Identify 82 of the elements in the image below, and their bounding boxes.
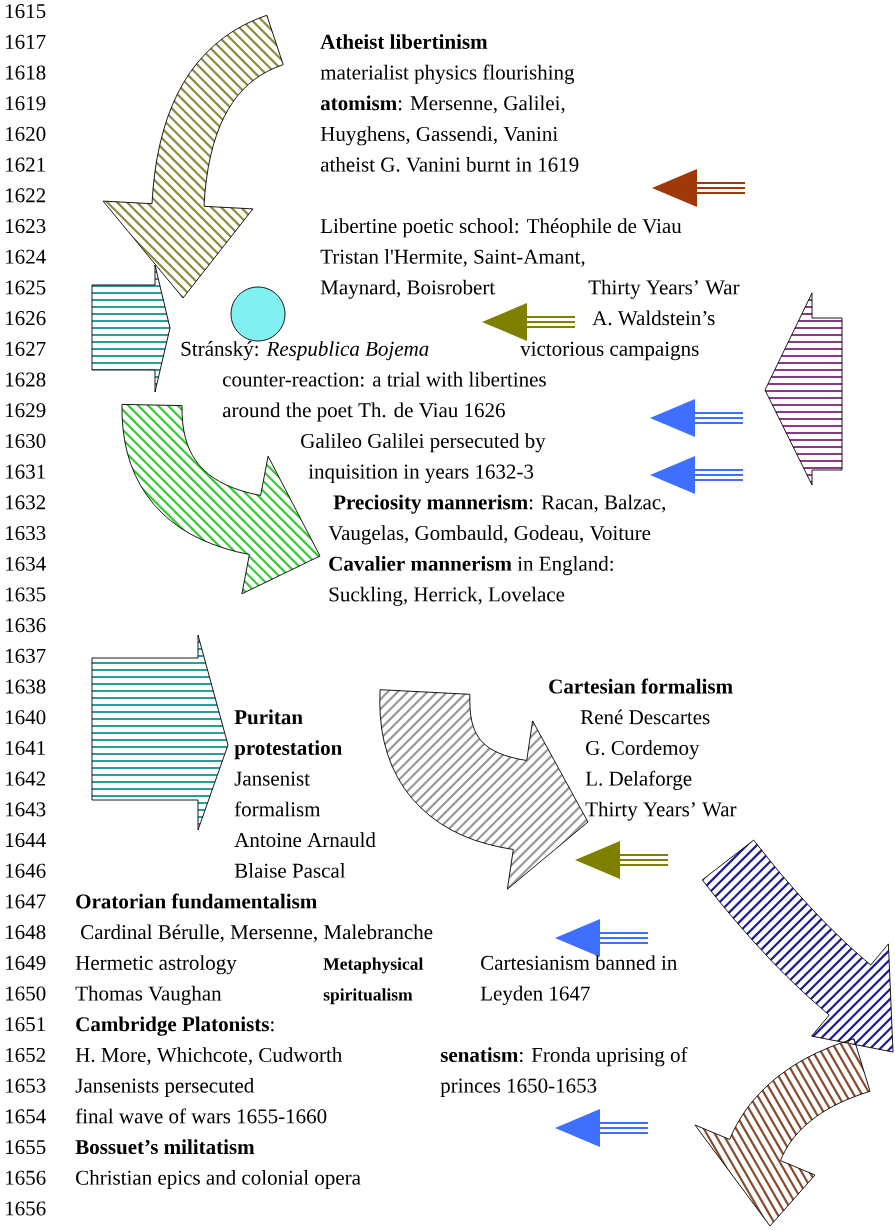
text-label: Preciosity mannerism: Racan, Balzac, xyxy=(333,494,666,514)
heading: Bossuet’s militatism xyxy=(75,1139,255,1155)
text-label: Cambridge Platonists: xyxy=(76,1016,274,1036)
year-label: 1647 xyxy=(6,894,46,909)
year-label: 1626 xyxy=(6,311,46,326)
text-label: Suckling, Herrick, Lovelace xyxy=(329,586,565,606)
heading: Puritan protestation xyxy=(234,709,342,760)
year-label: 1638 xyxy=(6,679,46,694)
year-label: 1642 xyxy=(6,771,46,786)
text-label: Cartesianism banned in Leyden 1647 xyxy=(480,955,678,1005)
year-label: 1643 xyxy=(6,802,46,817)
year-label: 1625 xyxy=(6,280,46,295)
year-label: 1641 xyxy=(6,740,45,755)
text-label: H. More, Whichcote, Cudworth xyxy=(75,1047,343,1066)
year-label: 1640 xyxy=(6,710,46,725)
year-label: 1615 xyxy=(6,4,46,19)
text-label: Vaugelas, Gombauld, Godeau, Voiture xyxy=(328,525,651,545)
year-label: 1654 xyxy=(6,1109,46,1124)
year-label: 1651 xyxy=(6,1017,45,1032)
heading: Metaphysical spiritualism xyxy=(323,957,424,1005)
year-label: 1633 xyxy=(6,526,46,541)
heading: Atheist libertinism xyxy=(320,34,488,49)
text-label: A. Waldstein’s xyxy=(592,310,715,326)
text-label: Maynard, Boisrobert xyxy=(320,279,496,299)
text-label: Galileo Galilei persecuted by xyxy=(301,433,546,453)
text-label: victorious campaigns xyxy=(520,341,699,361)
text-label: Jansenist formalism xyxy=(234,771,321,817)
text-label: atomism: Mersenne, Galilei, xyxy=(320,95,565,114)
year-label: 1646 xyxy=(6,863,46,878)
text-label: Stránský: Respublica Bojema xyxy=(181,341,429,361)
text-label: final wave of wars 1655-1660 xyxy=(75,1108,327,1124)
text-label: counter-reaction: a trial with libertines xyxy=(223,371,546,387)
year-label: 1656 xyxy=(6,1170,46,1185)
text-label: Thomas Vaughan xyxy=(75,985,222,1005)
year-label: 1631 xyxy=(6,464,45,479)
year-label: 1635 xyxy=(6,587,46,602)
year-label: 1644 xyxy=(6,833,46,848)
year-label: 1623 xyxy=(6,219,46,234)
text-label: inquisition in years 1632-3 xyxy=(308,464,534,484)
year-label: 1630 xyxy=(6,433,46,448)
year-label: 1617 xyxy=(6,34,46,49)
text-label: Thirty Years’ War xyxy=(588,279,740,299)
year-label: 1637 xyxy=(6,648,46,663)
heading: Cartesian formalism xyxy=(549,678,733,694)
year-label: 1629 xyxy=(6,403,46,418)
year-label: 1622 xyxy=(6,188,46,203)
text-label: around the poet Th. de Viau 1626 xyxy=(222,402,505,422)
year-label: 1624 xyxy=(6,249,46,264)
text-label: Libertine poetic school: Théophile de Viau xyxy=(320,218,682,238)
text-label: atheist G. Vanini burnt in 1619 xyxy=(320,156,579,172)
text-label: Blaise Pascal xyxy=(234,863,346,878)
year-label: 1652 xyxy=(6,1047,46,1062)
text-label: Tristan l'Hermite, Saint-Amant, xyxy=(320,249,585,267)
year-label: 1628 xyxy=(6,372,46,387)
text-label: senatism: Fronda uprising of princes 1650-1653 xyxy=(440,1047,688,1097)
year-label: 1636 xyxy=(6,618,46,633)
year-label: 1653 xyxy=(6,1078,46,1093)
text-label: Jansenists persecuted xyxy=(75,1077,254,1097)
year-label: 1648 xyxy=(6,925,46,940)
text-label: René Descartes xyxy=(580,709,710,725)
year-label: 1650 xyxy=(6,986,46,1001)
text-label: Huyghens, Gassendi, Vanini xyxy=(320,126,558,146)
text-label: Cavalier mannerism in England: xyxy=(329,556,613,576)
text-label: G. Cordemoy xyxy=(586,740,700,760)
year-label: 1655 xyxy=(6,1140,46,1155)
year-label: 1632 xyxy=(6,495,46,510)
year-label: 1634 xyxy=(6,556,46,571)
year-label: 1656 xyxy=(6,1201,46,1216)
text-label: Christian epics and colonial opera xyxy=(76,1170,361,1190)
text-label: materialist physics flourishing xyxy=(320,64,575,84)
heading: Oratorian fundamentalism xyxy=(76,893,317,909)
year-label: 1627 xyxy=(6,341,46,356)
text-label: Thirty Years’ War xyxy=(585,801,737,821)
year-label: 1620 xyxy=(6,126,46,141)
text-label: Hermetic astrology xyxy=(75,955,237,975)
year-label: 1619 xyxy=(6,96,46,111)
text-label: Cardinal Bérulle, Mersenne, Malebranche xyxy=(81,924,433,943)
year-label: 1649 xyxy=(6,955,46,970)
text-label: Antoine Arnauld xyxy=(234,832,376,848)
year-label: 1621 xyxy=(6,157,45,172)
text-label: L. Delaforge xyxy=(585,770,692,791)
year-label: 1618 xyxy=(6,65,46,80)
